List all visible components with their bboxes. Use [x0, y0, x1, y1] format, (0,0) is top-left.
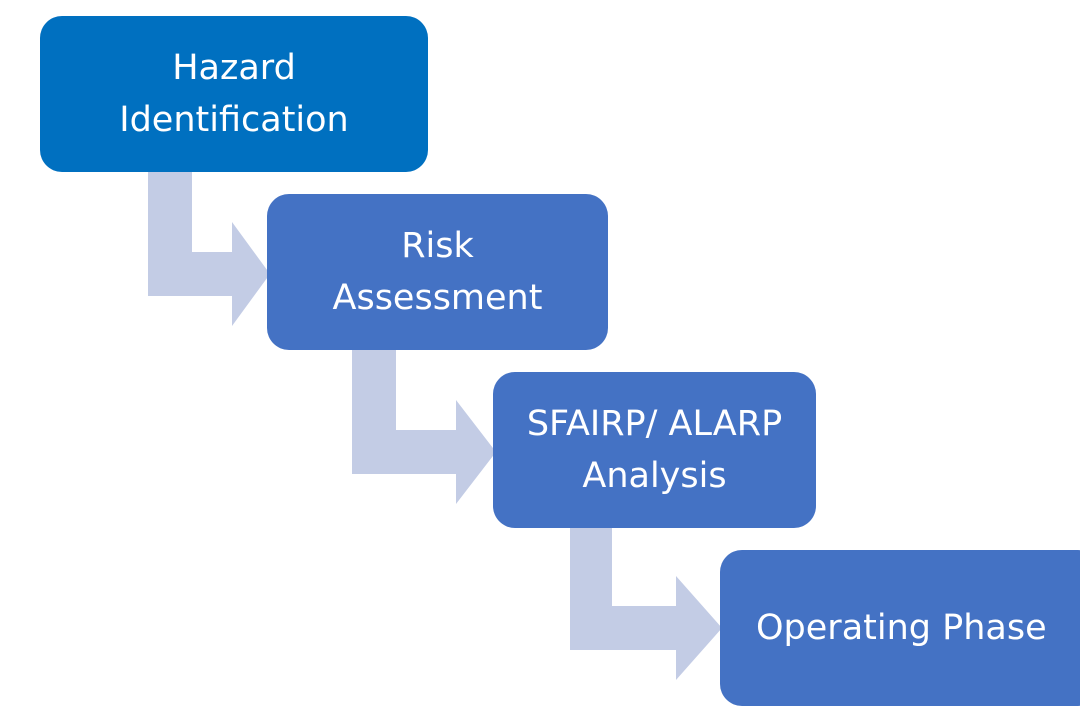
step-label: SFAIRP/ ALARP Analysis [526, 404, 783, 496]
step-label: Operating Phase [756, 608, 1047, 648]
step-sfairp-alarp-analysis: SFAIRP/ ALARP Analysis [493, 372, 816, 528]
step-label: Risk Assessment [332, 226, 543, 318]
step-label: Hazard Identification [119, 48, 349, 140]
bent-arrow-3 [570, 528, 722, 680]
bent-arrow-2 [352, 350, 496, 504]
step-risk-assessment: Risk Assessment [267, 194, 608, 350]
bent-arrow-1 [148, 172, 270, 326]
step-operating-phase: Operating Phase [720, 550, 1080, 706]
step-hazard-identification: Hazard Identification [40, 16, 428, 172]
